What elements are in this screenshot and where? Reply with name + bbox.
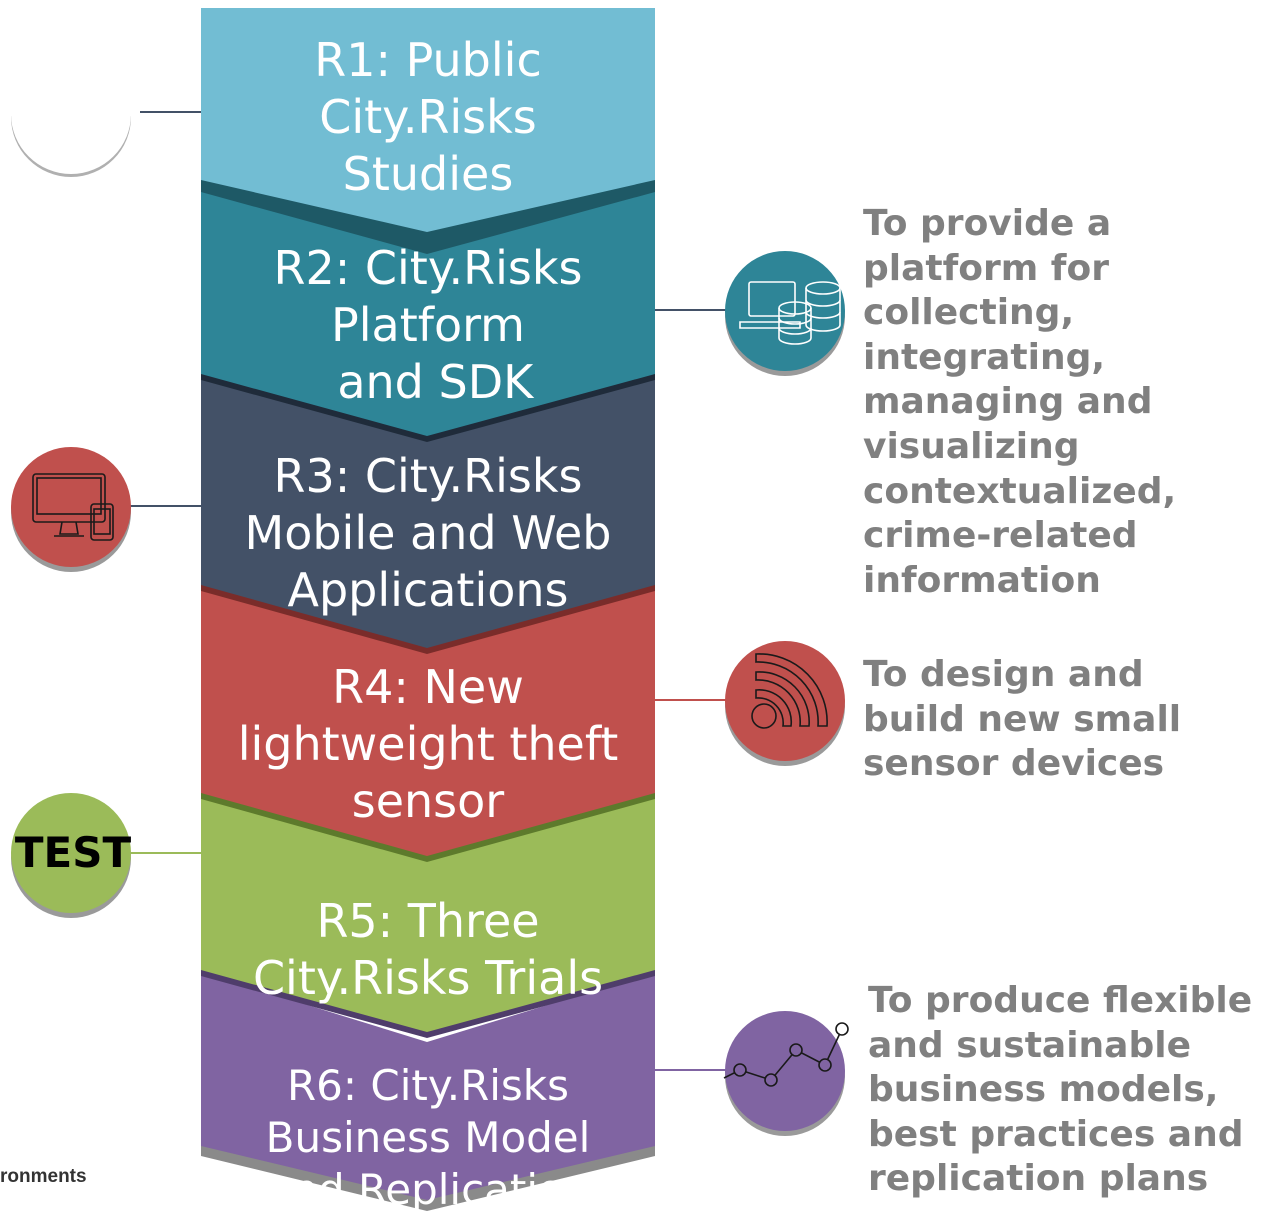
segment-label-line: Applications: [287, 563, 569, 617]
segment-label-line: R3: City.Risks: [273, 449, 583, 503]
segment-label-r2: R2: City.Risks Platform and SDK: [200, 240, 656, 411]
description-line: build new small: [863, 698, 1182, 740]
segment-label-line: Business Model: [265, 1113, 591, 1162]
segment-label-line: Platform: [331, 298, 525, 352]
description-line: managing and: [863, 381, 1153, 423]
laptop-database-icon: [725, 251, 845, 376]
segment-r5: [201, 797, 655, 1038]
trend-line-icon: [723, 1011, 849, 1136]
segment-label-line: and Replication: [265, 1165, 591, 1214]
description-r2: To provide a platform for collecting, in…: [863, 202, 1176, 603]
desktop-mobile-icon: [11, 447, 131, 572]
description-r6: To produce flexible and sustainable busi…: [868, 979, 1252, 1202]
segment-label-r1: R1: Public City.Risks Studies: [200, 32, 656, 203]
description-line: replication plans: [868, 1158, 1209, 1200]
blank-circle-icon: [0, 40, 140, 177]
description-line: information: [863, 559, 1101, 601]
segment-label-line: Mobile and Web: [244, 506, 612, 560]
segment-r1: [201, 8, 655, 254]
segment-label-line: R2: City.Risks: [273, 241, 583, 295]
description-line: and sustainable: [868, 1024, 1191, 1066]
description-line: crime-related: [863, 515, 1138, 557]
segment-label-r3: R3: City.Risks Mobile and Web Applicatio…: [200, 448, 656, 619]
description-line: integrating,: [863, 336, 1106, 378]
description-r4: To design and build new small sensor dev…: [863, 653, 1181, 787]
segment-label-r5: R5: Three City.Risks Trials: [200, 893, 656, 1007]
segment-label-line: Studies: [342, 147, 514, 201]
segment-label-line: lightweight theft: [237, 717, 619, 771]
segment-label-line: R5: Three: [316, 894, 540, 948]
segment-label-line: R6: City.Risks: [286, 1061, 570, 1110]
rss-feed-icon: [725, 641, 845, 766]
segment-label-line: R1: Public: [314, 33, 542, 87]
description-line: contextualized,: [863, 470, 1177, 512]
description-line: To provide a: [863, 203, 1112, 244]
description-line: sensor devices: [863, 743, 1165, 785]
segment-label-r4: R4: New lightweight theft sensor: [200, 659, 656, 830]
segment-r4: [201, 587, 655, 862]
description-line: To design and: [863, 654, 1144, 695]
description-line: platform for: [863, 247, 1109, 289]
segment-r3: [201, 376, 655, 654]
test-badge-text: TEST: [14, 828, 132, 877]
description-line: To produce flexible: [868, 980, 1253, 1021]
segment-label-line: and SDK: [322, 355, 534, 409]
truncated-side-label: ronments: [0, 1166, 87, 1187]
description-line: business models,: [868, 1069, 1219, 1111]
test-badge-icon: [11, 793, 131, 918]
description-line: visualizing: [863, 425, 1080, 467]
description-line: best practices and: [868, 1113, 1244, 1155]
segment-r2: [201, 180, 655, 442]
segment-label-r6: R6: City.Risks Business Model and Replic…: [200, 1060, 656, 1216]
segment-label-line: sensor: [351, 774, 505, 828]
segment-r6: [201, 972, 655, 1211]
description-line: collecting,: [863, 292, 1075, 334]
segment-label-line: City.Risks: [319, 90, 537, 144]
segment-label-line: City.Risks Trials: [252, 951, 604, 1005]
segment-label-line: R4: New: [332, 660, 524, 714]
